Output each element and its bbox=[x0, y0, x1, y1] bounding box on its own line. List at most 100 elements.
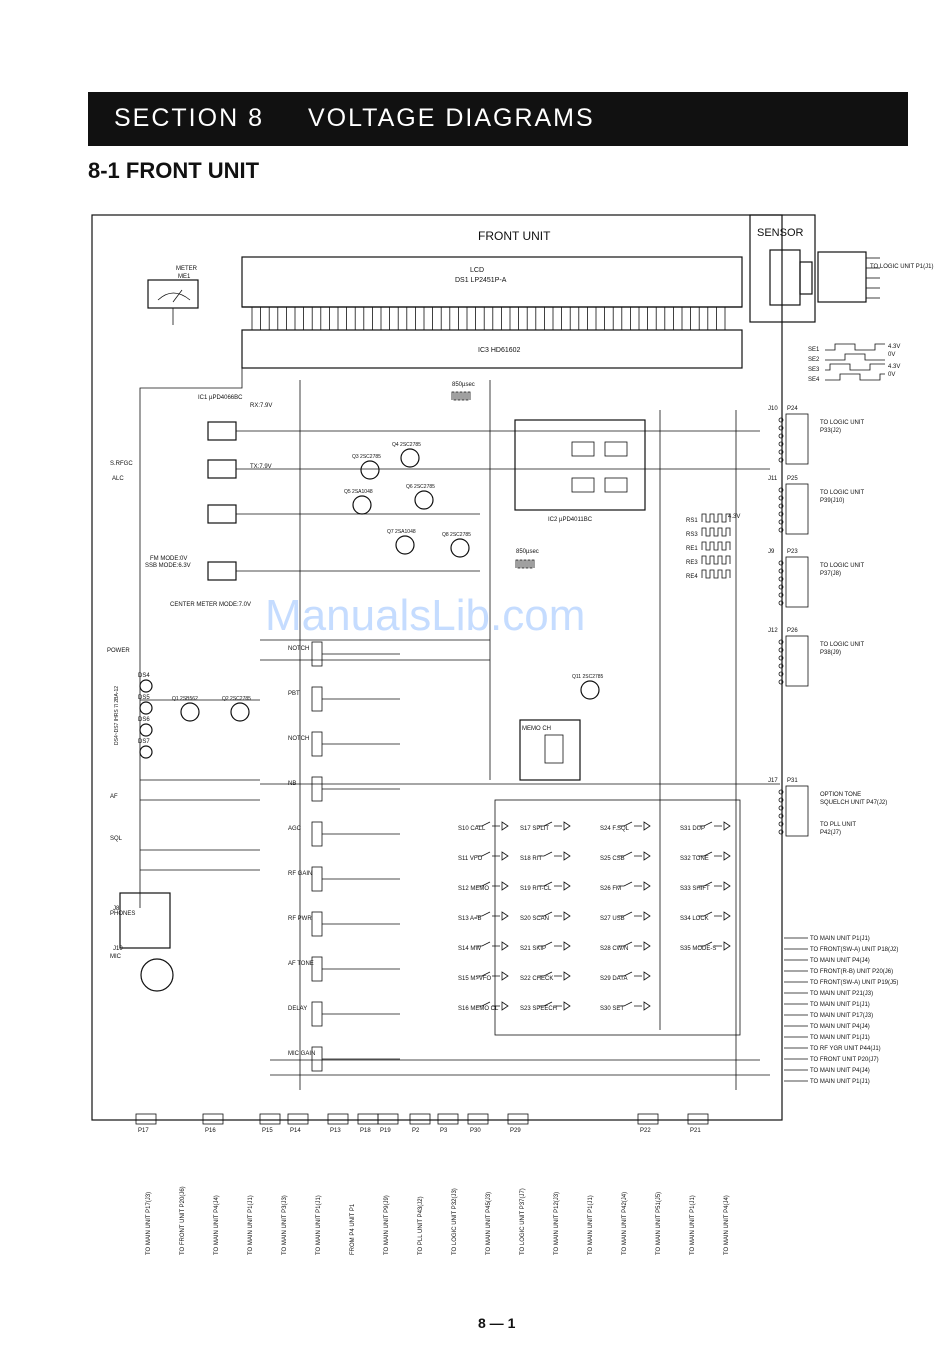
se4-label: SE4 bbox=[808, 377, 820, 383]
sensor-connector-p1 bbox=[817, 251, 880, 303]
bottom-plug-7: P2 bbox=[412, 1128, 420, 1134]
main-dest-10: TO RF YGR UNIT P44(J1) bbox=[810, 1046, 881, 1052]
switch-14: S23 SPEECH bbox=[520, 1006, 557, 1012]
right-dest-5-0: TO PLL UNIT bbox=[820, 822, 856, 828]
bottom-dest-14: TO MAIN UNIT P42(J4) bbox=[622, 1192, 628, 1255]
phones-jack bbox=[119, 892, 171, 949]
ic2-block bbox=[514, 419, 646, 511]
meter: METER ME1 bbox=[147, 266, 199, 325]
se2-label: SE2 bbox=[808, 357, 820, 363]
bottom-plug-11: P22 bbox=[640, 1128, 651, 1134]
ic1d bbox=[207, 561, 237, 581]
switch-26: S35 MODE-S bbox=[680, 946, 716, 952]
right-plug-1: P25 bbox=[787, 476, 798, 482]
switch-8: S17 SPLIT bbox=[520, 826, 549, 832]
main-dest-5: TO MAIN UNIT P21(J3) bbox=[810, 991, 873, 997]
section-banner: SECTION 8 VOLTAGE DIAGRAMS bbox=[88, 92, 908, 146]
right-dest-1-1: P39(J10) bbox=[820, 498, 844, 504]
main-dest-3: TO FRONT(R-B) UNIT P20(J6) bbox=[810, 969, 893, 975]
bottom-dest-5: TO MAIN UNIT P1(J1) bbox=[316, 1195, 322, 1255]
main-dest-13: TO MAIN UNIT P1(J1) bbox=[810, 1079, 870, 1085]
front-unit-title: FRONT UNIT bbox=[478, 229, 551, 243]
alc-label: ALC bbox=[112, 476, 124, 482]
switch-17: S26 FM bbox=[600, 886, 621, 892]
right-jack-0: J10 bbox=[768, 406, 778, 412]
bottom-plug-3: P14 bbox=[290, 1128, 301, 1134]
meter-ref: ME1 bbox=[178, 274, 191, 280]
right-jack-2: J9 bbox=[768, 549, 775, 555]
switch-25: S34 LOCK bbox=[680, 916, 709, 922]
switch-24: S33 SHIFT bbox=[680, 886, 710, 892]
encoder-signal-4: RE4 bbox=[686, 574, 698, 580]
left-control-1: SQL bbox=[110, 836, 123, 842]
switch-23: S32 TONE bbox=[680, 856, 709, 862]
bottom-dest-9: TO LOGIC UNIT P32(J3) bbox=[452, 1188, 458, 1255]
bottom-dest-6: FROM P4 UNIT P1 bbox=[350, 1203, 356, 1255]
page-subtitle: 8-1 FRONT UNIT bbox=[88, 158, 260, 183]
bottom-dest-8: TO PLL UNIT P43(J2) bbox=[418, 1196, 424, 1255]
right-plug-3: P26 bbox=[787, 628, 798, 634]
transistor-8: Q11 2SC2785 bbox=[572, 674, 604, 680]
left-control-2: PHONES bbox=[110, 911, 135, 917]
se1-label: SE1 bbox=[808, 347, 820, 353]
switch-2: S11 VFO bbox=[458, 856, 483, 862]
ic1c bbox=[207, 504, 237, 524]
transistor-3: Q4 2SC2785 bbox=[392, 442, 421, 448]
left-control-3: MIC bbox=[110, 954, 122, 960]
transistor-4: Q5 2SA1048 bbox=[344, 489, 373, 495]
right-dest-5-1: P42(J7) bbox=[820, 830, 841, 836]
switch-20: S29 DATA bbox=[600, 976, 627, 982]
bottom-plug-12: P21 bbox=[690, 1128, 701, 1134]
bottom-dest-1: TO FRONT UNIT P20(J6) bbox=[180, 1186, 186, 1255]
bottom-plug-8: P3 bbox=[440, 1128, 448, 1134]
right-jack-4: J17 bbox=[768, 778, 778, 784]
bottom-dest-10: TO MAIN UNIT P45(J3) bbox=[486, 1192, 492, 1255]
encoder-signal-2: RE1 bbox=[686, 546, 698, 552]
front-unit-frame bbox=[91, 214, 783, 1121]
ic2-label: IC2 µPD4011BC bbox=[548, 517, 593, 523]
encoder-signal-1: RS3 bbox=[686, 532, 698, 538]
sensor-label: SENSOR bbox=[757, 227, 804, 239]
main-dest-6: TO MAIN UNIT P1(J1) bbox=[810, 1002, 870, 1008]
srfgc-label: S.RFGC bbox=[110, 461, 133, 467]
switch-3: S12 MEMO bbox=[458, 886, 489, 892]
control-8: DELAY bbox=[288, 1006, 307, 1012]
main-dest-1: TO FRONT(SW-A) UNIT P18(J2) bbox=[810, 947, 898, 953]
encoder-signal-0: RS1 bbox=[686, 518, 698, 524]
meter-label: METER bbox=[176, 266, 198, 272]
ic1a bbox=[207, 421, 237, 441]
right-dest-4-1: SQUELCH UNIT P47(J2) bbox=[820, 800, 887, 806]
transistor-7: Q8 2SC2785 bbox=[442, 532, 471, 538]
main-dest-2: TO MAIN UNIT P4(J4) bbox=[810, 958, 870, 964]
led-0: DS4 bbox=[138, 673, 150, 679]
pulse-label-1: 850µsec bbox=[452, 382, 475, 388]
tx-voltage: TX:7.9V bbox=[250, 464, 272, 470]
main-dest-12: TO MAIN UNIT P4(J4) bbox=[810, 1068, 870, 1074]
right-plug-2: P23 bbox=[787, 549, 798, 555]
sensor-box bbox=[749, 214, 816, 323]
lcd-label: LCD bbox=[470, 267, 484, 274]
right-dest-2-0: TO LOGIC UNIT bbox=[820, 563, 865, 569]
control-9: MIC GAIN bbox=[288, 1051, 315, 1057]
se2-level: 0V bbox=[888, 352, 895, 358]
switch-9: S18 RIT bbox=[520, 856, 542, 862]
page-number: 8 — 1 bbox=[478, 1315, 516, 1331]
control-0: NOTCH bbox=[288, 646, 309, 652]
switch-21: S30 SET bbox=[600, 1006, 624, 1012]
bottom-dest-17: TO MAIN UNIT P4(J4) bbox=[724, 1195, 730, 1255]
jack-j8: J8 bbox=[113, 906, 120, 912]
led-2: DS6 bbox=[138, 717, 150, 723]
transistor-1: Q2 2SC2785 bbox=[222, 696, 251, 702]
switch-11: S20 SCAN bbox=[520, 916, 549, 922]
bottom-dest-12: TO MAIN UNIT P12(J3) bbox=[554, 1192, 560, 1255]
right-dest-2-1: P37(J8) bbox=[820, 571, 841, 577]
right-dest-4-0: OPTION TONE bbox=[820, 792, 861, 798]
right-plug-4: P31 bbox=[787, 778, 798, 784]
right-dest-0-0: TO LOGIC UNIT bbox=[820, 420, 865, 426]
switch-16: S25 CSB bbox=[600, 856, 625, 862]
bottom-plug-6: P19 bbox=[380, 1128, 391, 1134]
main-dest-9: TO MAIN UNIT P1(J1) bbox=[810, 1035, 870, 1041]
